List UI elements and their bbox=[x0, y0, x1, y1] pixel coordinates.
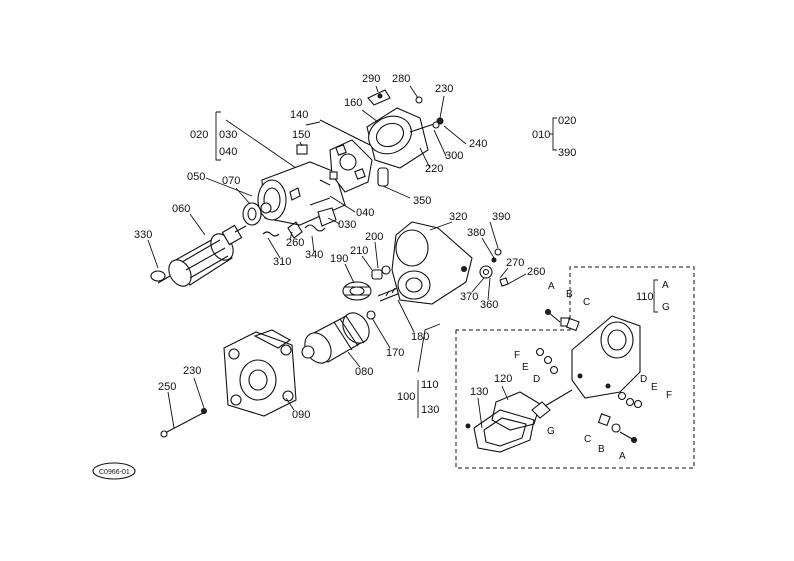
letter-labels: A B C A G F E D D E F G C B A bbox=[514, 280, 672, 462]
armature bbox=[157, 224, 247, 287]
callout-130: 130 bbox=[470, 386, 488, 398]
callout-020: 020 bbox=[190, 129, 208, 141]
parts-260-340 bbox=[287, 207, 337, 239]
callout-110-inset: 110 bbox=[636, 291, 654, 303]
magnetic-switch bbox=[366, 107, 429, 169]
letter-C-top: C bbox=[583, 297, 590, 308]
callout-210: 210 bbox=[350, 245, 368, 257]
callout-220: 220 bbox=[425, 163, 443, 175]
footer-code: C0966-01 bbox=[99, 469, 130, 476]
callout-030-top: 030 bbox=[219, 129, 237, 141]
callout-310: 310 bbox=[273, 256, 291, 268]
letter-D-left: D bbox=[533, 374, 540, 385]
letter-D-right: D bbox=[640, 374, 647, 385]
callout-080: 080 bbox=[355, 366, 373, 378]
bolt-250 bbox=[160, 408, 207, 438]
parts-200-210 bbox=[371, 265, 391, 280]
callout-090: 090 bbox=[292, 409, 310, 421]
callout-240: 240 bbox=[469, 138, 487, 150]
inset-hardware bbox=[535, 309, 643, 443]
inset-shaft bbox=[531, 389, 573, 419]
letter-E-right: E bbox=[651, 382, 658, 393]
letter-A-bottom: A bbox=[619, 451, 626, 462]
callout-340: 340 bbox=[305, 249, 323, 261]
callout-260: 260 bbox=[286, 237, 304, 249]
brush-holder bbox=[319, 119, 381, 193]
callout-020-right: 020 bbox=[558, 115, 576, 127]
callout-290: 290 bbox=[362, 73, 380, 85]
callout-250: 250 bbox=[158, 381, 176, 393]
letter-F-left: F bbox=[514, 350, 520, 361]
inset-housing bbox=[571, 315, 641, 399]
callout-390: 390 bbox=[492, 211, 510, 223]
callout-050: 050 bbox=[187, 171, 205, 183]
callout-040: 040 bbox=[356, 207, 374, 219]
callout-190: 190 bbox=[330, 253, 348, 265]
brush-part-150 bbox=[296, 144, 308, 155]
callout-110: 110 bbox=[421, 379, 439, 391]
drive-housing bbox=[391, 221, 473, 305]
callout-300: 300 bbox=[445, 150, 463, 162]
clip-290 bbox=[367, 89, 391, 106]
letter-A-group: A bbox=[662, 280, 669, 291]
callout-070: 070 bbox=[222, 175, 240, 187]
letter-F-right: F bbox=[666, 390, 672, 401]
overrunning-clutch bbox=[301, 310, 376, 364]
group-010-bracket: 010 020 390 bbox=[532, 115, 576, 159]
callout-330: 330 bbox=[134, 229, 152, 241]
callout-150: 150 bbox=[292, 129, 310, 141]
plunger-350 bbox=[377, 167, 411, 199]
callout-130-bracket: 130 bbox=[421, 404, 439, 416]
callout-230: 230 bbox=[183, 365, 201, 377]
callout-230-top: 230 bbox=[435, 83, 453, 95]
letter-E-left: E bbox=[522, 362, 529, 373]
callout-200: 200 bbox=[365, 231, 383, 243]
parts-360-390 bbox=[479, 248, 509, 287]
letter-C-bottom: C bbox=[584, 434, 591, 445]
callout-180: 180 bbox=[411, 331, 429, 343]
callout-060: 060 bbox=[172, 203, 190, 215]
callout-270: 270 bbox=[506, 257, 524, 269]
callout-140: 140 bbox=[290, 109, 308, 121]
letter-G-shaft: G bbox=[547, 426, 555, 437]
callout-120: 120 bbox=[494, 373, 512, 385]
leader-lines bbox=[147, 85, 527, 429]
letter-G-group: G bbox=[662, 302, 670, 313]
letter-B-top: B bbox=[566, 289, 573, 300]
callout-360: 360 bbox=[480, 299, 498, 311]
callout-010: 010 bbox=[532, 129, 550, 141]
callout-260-right: 260 bbox=[527, 266, 545, 278]
screw-280 bbox=[415, 96, 423, 104]
callout-380: 380 bbox=[467, 227, 485, 239]
callout-100: 100 bbox=[397, 391, 415, 403]
letter-B-bottom: B bbox=[598, 444, 605, 455]
bearing-070 bbox=[242, 202, 272, 226]
footer-code-oval: C0966-01 bbox=[92, 462, 136, 480]
letter-A-top: A bbox=[548, 281, 555, 292]
callout-labels: 290 280 230 160 140 150 240 300 220 350 … bbox=[134, 73, 658, 421]
inset-box-100 bbox=[455, 266, 695, 469]
spring-310 bbox=[262, 231, 280, 237]
callout-170: 170 bbox=[386, 347, 404, 359]
callout-030: 030 bbox=[338, 219, 356, 231]
callout-040-top: 040 bbox=[219, 146, 237, 158]
inset-cover bbox=[465, 409, 535, 453]
group-020-bracket: 020 030 040 bbox=[190, 111, 297, 169]
inset-gasket bbox=[491, 391, 541, 431]
callout-280: 280 bbox=[392, 73, 410, 85]
washer-330 bbox=[150, 270, 166, 282]
callout-370: 370 bbox=[460, 291, 478, 303]
callout-350: 350 bbox=[413, 195, 431, 207]
gear-190 bbox=[342, 281, 372, 301]
callout-320: 320 bbox=[449, 211, 467, 223]
front-bracket bbox=[223, 329, 297, 417]
callout-160: 160 bbox=[344, 97, 362, 109]
callout-390-right: 390 bbox=[558, 147, 576, 159]
